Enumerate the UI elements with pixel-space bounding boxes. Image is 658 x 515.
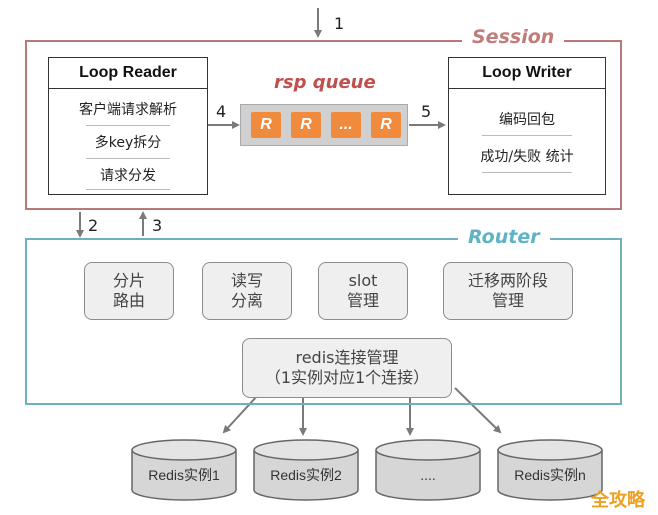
divider xyxy=(86,158,170,159)
rsp-queue-title: rsp queue xyxy=(274,72,376,93)
loop-reader-line-3: 请求分发 xyxy=(100,168,156,184)
arrow-to-instance-n xyxy=(454,387,502,434)
loop-reader-title: Loop Reader xyxy=(49,58,207,89)
instance-cylinder-n: Redis实例n xyxy=(497,439,603,501)
loop-reader-box: Loop Reader 客户端请求解析 多key拆分 请求分发 xyxy=(48,57,208,195)
divider xyxy=(86,125,170,126)
router-title: Router xyxy=(458,226,550,248)
instance-label-2: Redis实例2 xyxy=(270,467,342,483)
slot-management-box: slot 管理 xyxy=(318,262,408,320)
session-frame xyxy=(25,40,622,210)
instance-cylinder-2: Redis实例2 xyxy=(253,439,359,501)
slot-line-2: 管理 xyxy=(346,291,379,310)
queue-item: ... xyxy=(331,112,361,138)
divider xyxy=(86,189,170,190)
instance-label-n: Redis实例n xyxy=(514,467,586,483)
arrow-label-2: 2 xyxy=(88,216,99,235)
rw-line-2: 分离 xyxy=(230,291,263,310)
shard-line-1: 分片 xyxy=(112,271,145,290)
shard-line-2: 路由 xyxy=(112,291,145,310)
loop-writer-title: Loop Writer xyxy=(449,58,605,89)
migration-box: 迁移两阶段 管理 xyxy=(443,262,573,320)
session-title: Session xyxy=(462,26,565,48)
instance-label-1: Redis实例1 xyxy=(148,467,220,483)
instance-label-3: .... xyxy=(420,467,436,483)
divider xyxy=(482,172,572,173)
arrow-label-5: 5 xyxy=(421,102,432,121)
instance-cylinder-3: .... xyxy=(375,439,481,501)
loop-writer-line-2: 成功/失败 统计 xyxy=(480,149,574,165)
loop-reader-line-1: 客户端请求解析 xyxy=(79,102,177,118)
loop-writer-box: Loop Writer 编码回包 成功/失败 统计 xyxy=(448,57,606,195)
rw-line-1: 读写 xyxy=(230,271,263,290)
conn-line-1: redis连接管理 xyxy=(295,348,399,367)
rw-split-box: 读写 分离 xyxy=(202,262,292,320)
shard-routing-box: 分片 路由 xyxy=(84,262,174,320)
loop-writer-line-1: 编码回包 xyxy=(499,112,555,128)
router-frame xyxy=(25,238,622,405)
queue-item: R xyxy=(291,112,321,138)
queue-item: R xyxy=(371,112,401,138)
arrow-label-4: 4 xyxy=(216,102,227,121)
conn-line-2: （1实例对应1个连接） xyxy=(264,368,430,387)
instance-cylinder-1: Redis实例1 xyxy=(131,439,237,501)
arrow-label-3: 3 xyxy=(152,216,163,235)
divider xyxy=(482,135,572,136)
arrow-label-1: 1 xyxy=(334,14,345,33)
migrate-line-1: 迁移两阶段 xyxy=(467,271,548,290)
queue-item: R xyxy=(251,112,281,138)
slot-line-1: slot xyxy=(348,271,378,290)
migrate-line-2: 管理 xyxy=(491,291,524,310)
watermark: 全攻略 xyxy=(591,490,645,511)
arrow-to-instance-1 xyxy=(222,394,259,434)
redis-connection-box: redis连接管理 （1实例对应1个连接） xyxy=(242,338,452,398)
loop-reader-line-2: 多key拆分 xyxy=(94,135,162,151)
rsp-queue: R R ... R xyxy=(240,104,408,146)
